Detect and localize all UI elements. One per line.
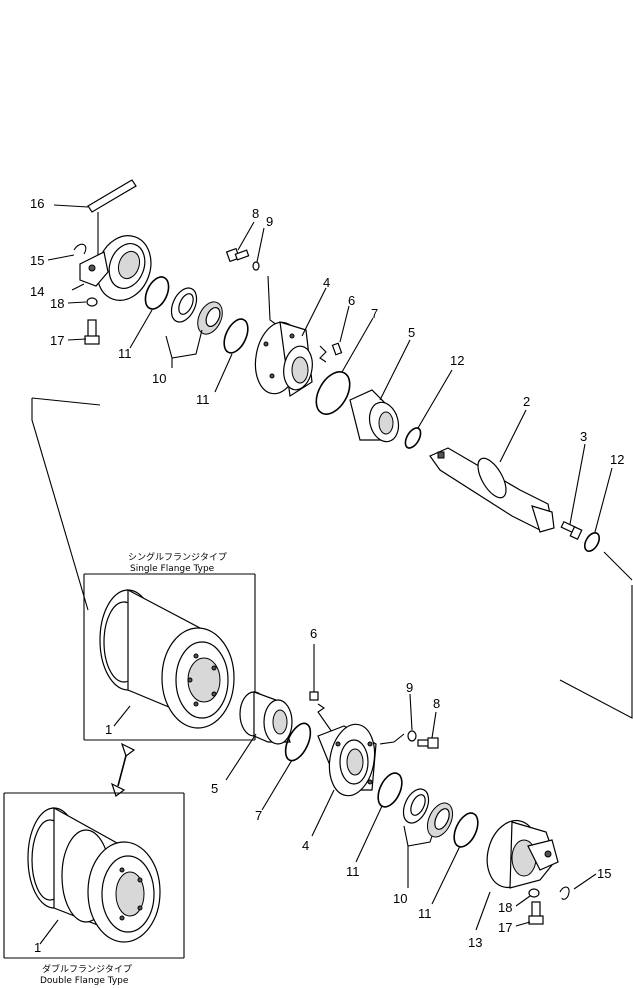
label-10-bottom: 10 <box>393 891 407 906</box>
label-15-top: 15 <box>30 253 44 268</box>
part-8-bolt <box>225 247 250 263</box>
part-3-plug <box>560 520 583 541</box>
part-7-o-ring <box>315 371 351 415</box>
part-1-roller-single <box>99 589 235 729</box>
label-14: 14 <box>30 284 44 299</box>
part-16-strap <box>53 179 137 262</box>
caption-double-en: Double Flange Type <box>40 976 129 986</box>
part-11-o-ring <box>144 276 170 310</box>
label-12-top: 12 <box>450 353 464 368</box>
part-number-labels: 16 15 14 18 17 11 10 11 8 9 4 6 7 5 12 2… <box>30 196 624 955</box>
label-11-c: 11 <box>346 864 360 879</box>
label-2: 2 <box>523 394 530 409</box>
label-17-top: 17 <box>50 333 64 348</box>
part-17-bolt <box>84 319 100 345</box>
part-7-o-ring-lower <box>284 722 312 762</box>
label-4-bottom: 4 <box>302 838 309 853</box>
part-4-collar-housing-lower <box>317 723 377 797</box>
label-17-bottom: 17 <box>498 920 512 935</box>
part-18-washer <box>86 297 98 307</box>
label-18-top: 18 <box>50 296 64 311</box>
label-8-top: 8 <box>252 206 259 221</box>
label-5-top: 5 <box>408 325 415 340</box>
label-11-d: 11 <box>418 906 432 921</box>
part-6-pin <box>331 342 343 356</box>
caption-single-jp: シングルフランジタイプ <box>128 551 227 563</box>
part-4-collar-housing <box>254 321 313 398</box>
part-18-washer-lower <box>528 888 540 898</box>
label-11-b: 11 <box>196 392 210 407</box>
part-9-washer-lower <box>407 730 417 742</box>
label-11-a: 11 <box>118 346 132 361</box>
part-10-floating-seal-lower <box>402 788 454 838</box>
part-5-bushing <box>349 389 400 443</box>
label-6-bottom: 6 <box>310 626 317 641</box>
label-16: 16 <box>30 196 44 211</box>
label-15-bottom: 15 <box>597 866 611 881</box>
part-1-roller-double <box>27 806 161 943</box>
label-8-bottom: 8 <box>433 696 440 711</box>
part-13-end-cover <box>486 819 559 889</box>
label-3: 3 <box>580 429 587 444</box>
part-11-o-ring-lower-2 <box>453 812 479 848</box>
label-6-top: 6 <box>348 293 355 308</box>
part-15-clip <box>73 243 87 255</box>
caption-single-en: Single Flange Type <box>130 564 215 574</box>
label-12-right: 12 <box>610 452 624 467</box>
part-11-o-ring-2 <box>223 318 249 354</box>
part-11-o-ring-lower <box>377 772 403 808</box>
double-flange-box <box>3 792 185 959</box>
label-5-bottom: 5 <box>211 781 218 796</box>
part-9-washer <box>252 261 260 271</box>
part-2-shaft <box>429 447 555 533</box>
part-14-end-cover <box>71 235 152 301</box>
label-7-bottom: 7 <box>255 808 262 823</box>
part-17-bolt-lower <box>528 901 544 925</box>
label-7-top: 7 <box>371 306 378 321</box>
part-15-clip-lower <box>559 886 570 900</box>
label-18-bottom: 18 <box>498 900 512 915</box>
part-12-o-ring <box>404 427 422 449</box>
label-1-double: 1 <box>34 940 41 955</box>
part-6-pin-lower <box>309 691 319 701</box>
part-10-floating-seal <box>170 287 223 335</box>
label-9-bottom: 9 <box>406 680 413 695</box>
label-13: 13 <box>468 935 482 950</box>
label-9-top: 9 <box>266 214 273 229</box>
type-captions: シングルフランジタイプ Single Flange Type ダブルフランジタイ… <box>40 551 227 986</box>
label-4-top: 4 <box>323 275 330 290</box>
part-5-bushing-lower <box>239 691 293 745</box>
label-1-single: 1 <box>105 722 112 737</box>
label-10-top: 10 <box>152 371 166 386</box>
interchange-arrow <box>110 742 136 797</box>
part-8-bolt-lower <box>417 737 439 749</box>
caption-double-jp: ダブルフランジタイプ <box>42 963 132 975</box>
part-12-o-ring-2 <box>583 532 601 552</box>
